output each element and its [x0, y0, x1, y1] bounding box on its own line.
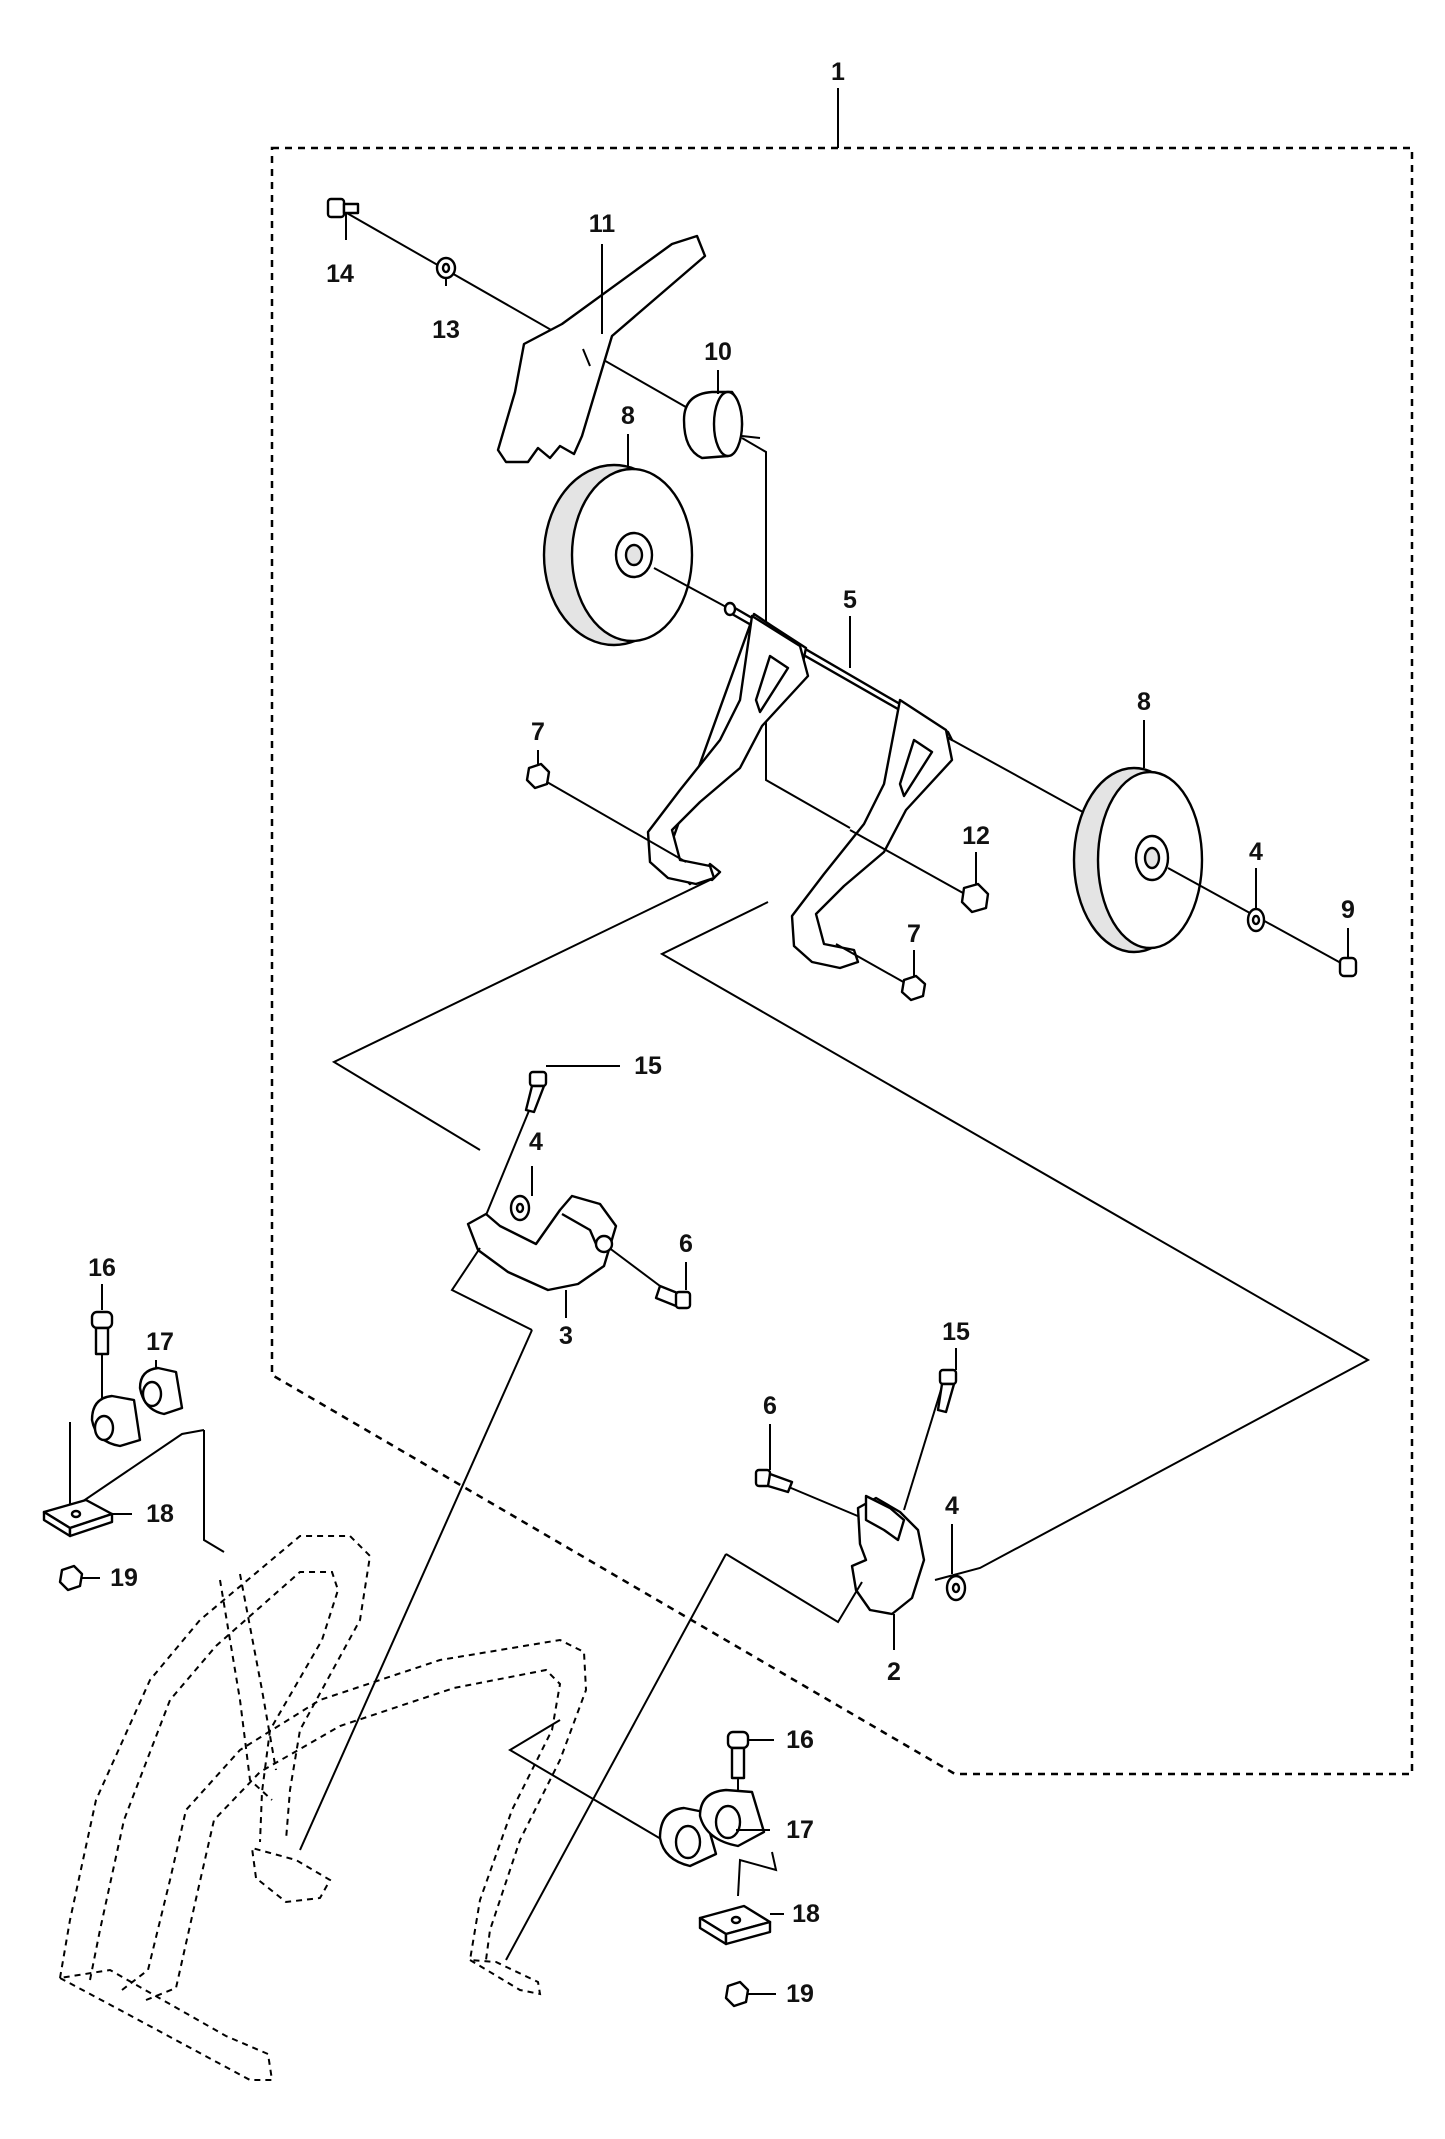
nut-7-lower	[900, 974, 927, 1002]
axis-6-upper	[603, 1243, 669, 1293]
clamp-17-lower	[658, 1788, 766, 1868]
lever-11	[496, 234, 707, 464]
callout-11: 11	[589, 210, 616, 238]
mount-bracket-3-edge	[561, 1212, 598, 1245]
washer-13	[435, 256, 457, 280]
mount-bracket-2	[850, 1496, 926, 1616]
mount-plane-right	[659, 901, 1371, 1581]
callout-6-upper: 6	[679, 1230, 693, 1258]
axis-15-lower	[903, 1379, 945, 1511]
axis-7-lower	[835, 943, 915, 989]
bolt-15-lower	[936, 1368, 958, 1414]
callout-7-lower: 7	[907, 920, 921, 948]
bracket-3-guide	[450, 1247, 533, 1331]
leader-2-frame	[505, 1553, 727, 1961]
nut-7-upper	[525, 762, 551, 790]
callout-8-left: 8	[621, 402, 635, 430]
plate-18-upper	[42, 1498, 114, 1538]
nut-19-lower	[724, 1980, 750, 2008]
clamp-guide-upper	[203, 1430, 225, 1553]
callout-4-right: 4	[1249, 838, 1263, 866]
washer-4-mid	[509, 1194, 531, 1222]
axle-line-left	[653, 567, 729, 609]
callout-4-lower: 4	[945, 1492, 959, 1520]
bracket-left-body	[646, 614, 810, 886]
callout-6-lower: 6	[763, 1392, 777, 1420]
bolt-6-lower	[754, 1468, 794, 1494]
bushing-10	[682, 390, 761, 460]
bolt-15-upper	[524, 1070, 548, 1114]
callout-17-lower: 17	[786, 1816, 814, 1844]
bracket-3-pin	[594, 1234, 614, 1254]
callout-5: 5	[843, 586, 857, 614]
nut-12	[960, 882, 990, 914]
callout-4-mid: 4	[529, 1128, 543, 1156]
clamp-17-upper	[90, 1366, 184, 1448]
callout-7-upper: 7	[531, 718, 545, 746]
callout-13: 13	[432, 316, 460, 344]
axis-7-upper	[539, 777, 687, 863]
callout-15-upper: 15	[634, 1052, 662, 1080]
callout-14: 14	[326, 260, 354, 288]
mount-bracket-2-plate	[864, 1494, 906, 1542]
callout-1: 1	[831, 58, 845, 86]
washer-4-right	[1246, 907, 1266, 933]
callout-10: 10	[704, 338, 732, 366]
bolt-6-upper	[654, 1284, 692, 1310]
nut-19-upper	[58, 1564, 84, 1592]
bracket-right-body	[790, 698, 954, 970]
callout-19-lower: 19	[786, 1980, 814, 2008]
wheel-8-left	[542, 463, 694, 647]
mount-bracket-3	[466, 1194, 618, 1292]
callout-2: 2	[887, 1658, 901, 1686]
wheel-8-right	[1072, 766, 1204, 954]
leader-10-bracket	[741, 437, 851, 829]
bolt-16-lower	[726, 1730, 750, 1780]
callout-15-lower: 15	[942, 1318, 970, 1346]
bolt-16-upper	[90, 1310, 114, 1356]
axis-14-10	[344, 211, 741, 439]
leader-3-frame	[299, 1329, 533, 1851]
axis-12	[849, 829, 973, 899]
callout-3: 3	[559, 1322, 573, 1350]
bracket-2-guide	[725, 1553, 863, 1624]
callout-17-upper: 17	[146, 1328, 174, 1356]
callout-18-lower: 18	[792, 1900, 820, 1928]
callout-16-upper: 16	[88, 1254, 116, 1282]
bracket-right-window	[898, 738, 934, 798]
callout-12: 12	[962, 822, 990, 850]
clamp-17-upper-frame	[69, 1422, 205, 1512]
callout-8-right: 8	[1137, 688, 1151, 716]
label-leaders	[82, 212, 1349, 1995]
callout-18-upper: 18	[146, 1500, 174, 1528]
handle-frame	[56, 1535, 588, 2081]
mount-plane-left	[331, 879, 711, 1151]
lever-11-slot	[582, 348, 591, 367]
assembly-1-boundary	[270, 146, 1414, 1776]
callout-16-lower: 16	[786, 1726, 814, 1754]
washer-4-lower	[945, 1574, 967, 1602]
bolt-9	[1338, 956, 1358, 978]
callout-9: 9	[1341, 896, 1355, 924]
plate-18-lower	[698, 1904, 772, 1946]
bolt-14	[326, 197, 360, 219]
bracket-left-window	[754, 654, 790, 714]
clamp-17-lower-frame	[737, 1851, 778, 1897]
callout-19-upper: 19	[110, 1564, 138, 1592]
